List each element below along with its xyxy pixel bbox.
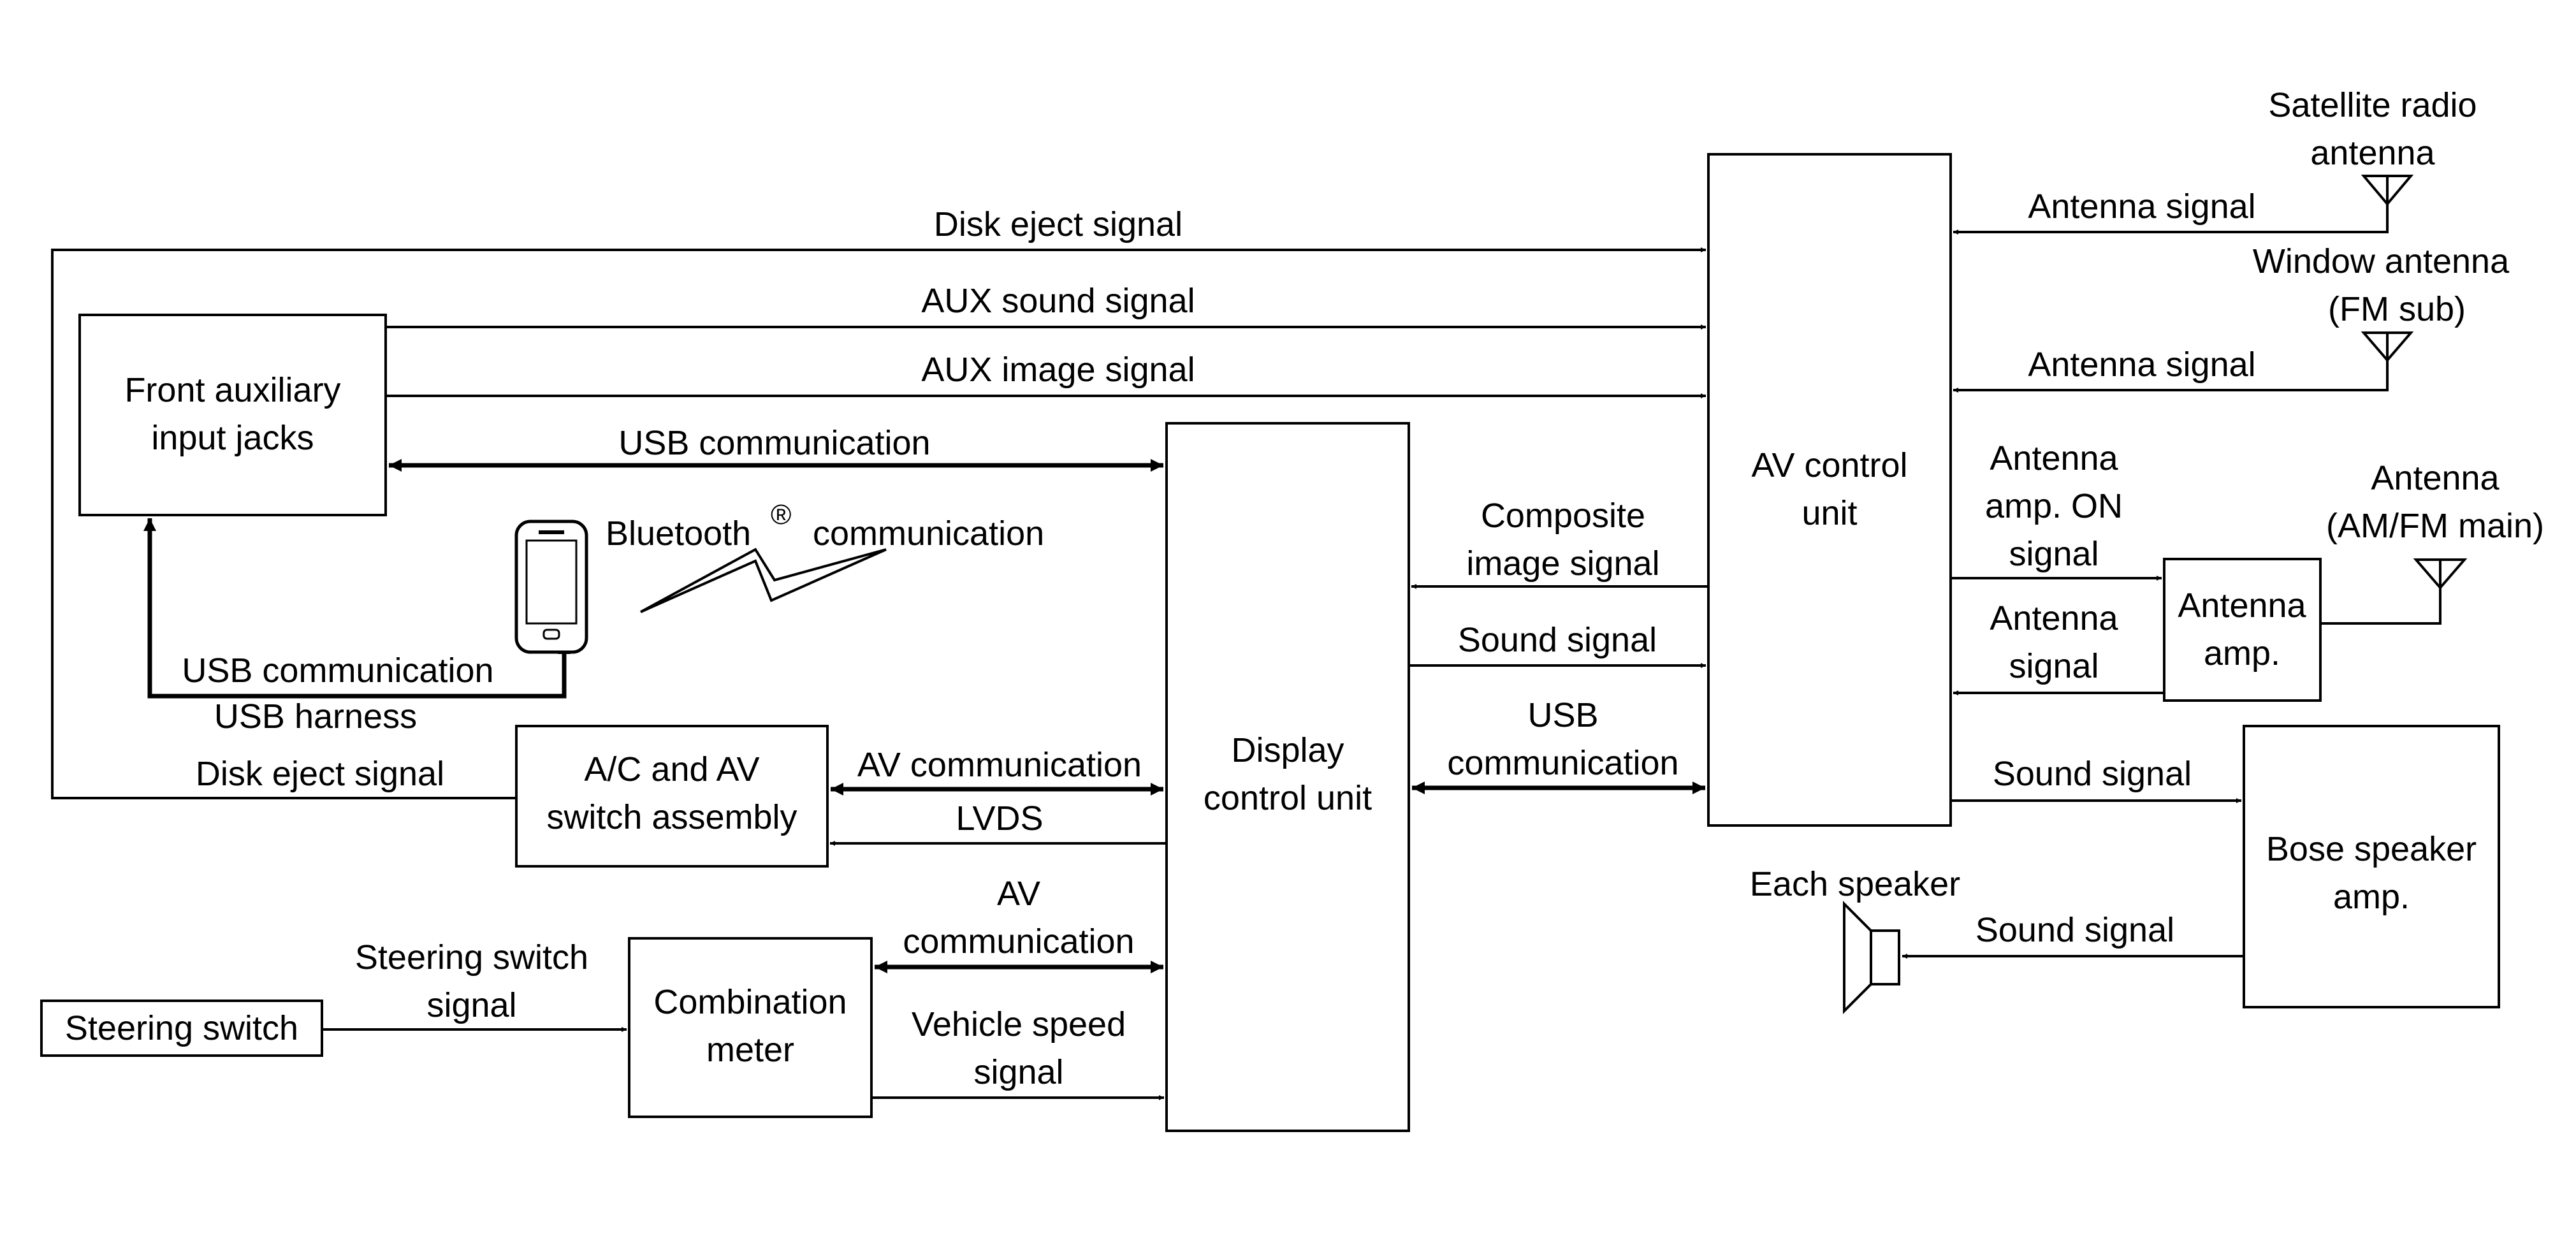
combination-meter-label-line2: meter: [706, 1031, 794, 1069]
usb-communication-av-label-line1: USB: [1527, 696, 1598, 734]
smartphone-icon: [514, 520, 588, 654]
bluetooth-communication-label: communication: [813, 514, 1044, 553]
composite-image-label-line1: Composite: [1481, 497, 1645, 535]
vehicle-speed-label-line1: Vehicle speed: [912, 1005, 1126, 1043]
sound-signal-display-av-label: Sound signal: [1458, 621, 1657, 659]
usb-communication-av-label-line2: communication: [1447, 744, 1678, 782]
av-communication-switch-label: AV communication: [857, 746, 1142, 784]
satellite-antenna-icon: [2361, 175, 2414, 207]
vehicle-speed-label-line2: signal: [973, 1053, 1063, 1091]
bose-speaker-amp-block: Bose speaker amp.: [2243, 725, 2500, 1008]
combination-meter-label-line1: Combination: [653, 983, 847, 1021]
sound-signal-speaker-label: Sound signal: [1976, 911, 2174, 949]
av-control-unit-block: AV control unit: [1707, 153, 1952, 827]
bluetooth-wireless-icon: [640, 548, 887, 613]
usb-harness-label: USB harness: [214, 697, 417, 736]
main-antenna-label-line2: (AM/FM main): [2326, 507, 2544, 545]
window-antenna-signal-line: [1953, 360, 2389, 393]
av-communication-meter-label-line2: communication: [903, 922, 1134, 961]
display-control-label-line2: control unit: [1204, 779, 1372, 817]
lvds-label: LVDS: [956, 799, 1043, 838]
window-antenna-icon: [2361, 331, 2414, 363]
satellite-antenna-label-line1: Satellite radio: [2268, 86, 2477, 124]
steering-signal-label-line2: signal: [426, 986, 516, 1024]
usb-communication-label-phone: USB communication: [182, 651, 493, 690]
speaker-label: Each speaker: [1750, 865, 1960, 903]
ac-av-switch-label-line2: switch assembly: [546, 798, 797, 836]
antenna-signal-amp-label-line1: Antenna: [1990, 599, 2118, 637]
antenna-amp-on-label-line1: Antenna: [1990, 439, 2118, 477]
steering-switch-label: Steering switch: [65, 1009, 298, 1047]
front-aux-label-line2: input jacks: [151, 419, 314, 457]
bose-amp-label-line2: amp.: [2333, 878, 2410, 916]
disk-eject-signal-label-lower: Disk eject signal: [196, 755, 444, 793]
antenna-signal-satellite-label: Antenna signal: [2028, 187, 2255, 226]
antenna-signal-amp-label-line2: signal: [2009, 647, 2099, 685]
steering-switch-block: Steering switch: [40, 1000, 323, 1057]
front-aux-label-line1: Front auxiliary: [124, 371, 340, 409]
antenna-amp-block: Antenna amp.: [2163, 558, 2322, 702]
bluetooth-label: Bluetooth: [606, 514, 751, 553]
main-antenna-line: [2320, 588, 2441, 625]
antenna-signal-window-label: Antenna signal: [2028, 345, 2255, 384]
av-control-label-line2: unit: [1801, 494, 1857, 532]
av-communication-meter-label-line1: AV: [997, 875, 1040, 913]
speaker-icon: [1843, 901, 1900, 1014]
aux-sound-signal-label: AUX sound signal: [921, 282, 1195, 320]
usb-communication-label-top: USB communication: [618, 424, 930, 462]
antenna-amp-label-line2: amp.: [2204, 634, 2280, 673]
av-control-label-line1: AV control: [1751, 446, 1907, 484]
usb-harness-line: [143, 518, 571, 699]
bose-amp-label-line1: Bose speaker: [2266, 830, 2477, 868]
ac-av-switch-label-line1: A/C and AV: [584, 750, 759, 789]
composite-image-label-line2: image signal: [1466, 544, 1659, 583]
window-antenna-label-line1: Window antenna: [2253, 242, 2510, 280]
satellite-antenna-label-line2: antenna: [2310, 134, 2435, 172]
disk-eject-signal-line: [51, 247, 1706, 799]
aux-image-signal-label: AUX image signal: [921, 351, 1195, 389]
disk-eject-signal-label-top: Disk eject signal: [934, 205, 1182, 244]
front-aux-input-jacks-block: Front auxiliary input jacks: [78, 314, 387, 516]
sound-signal-bose-label: Sound signal: [1993, 755, 2192, 793]
bluetooth-registered-mark: ®: [771, 499, 791, 530]
antenna-amp-on-label-line2: amp. ON: [1985, 487, 2123, 525]
ac-av-switch-assembly-block: A/C and AV switch assembly: [515, 725, 829, 868]
antenna-amp-label-line1: Antenna: [2178, 586, 2306, 625]
display-control-unit-block: Display control unit: [1165, 422, 1410, 1132]
window-antenna-label-line2: (FM sub): [2328, 290, 2466, 328]
display-control-label-line1: Display: [1231, 731, 1344, 769]
main-antenna-label-line1: Antenna: [2371, 459, 2500, 497]
combination-meter-block: Combination meter: [628, 937, 873, 1118]
steering-signal-label-line1: Steering switch: [355, 938, 588, 977]
antenna-amp-on-label-line3: signal: [2009, 535, 2099, 573]
satellite-antenna-signal-line: [1953, 204, 2389, 235]
main-antenna-icon: [2413, 558, 2468, 590]
